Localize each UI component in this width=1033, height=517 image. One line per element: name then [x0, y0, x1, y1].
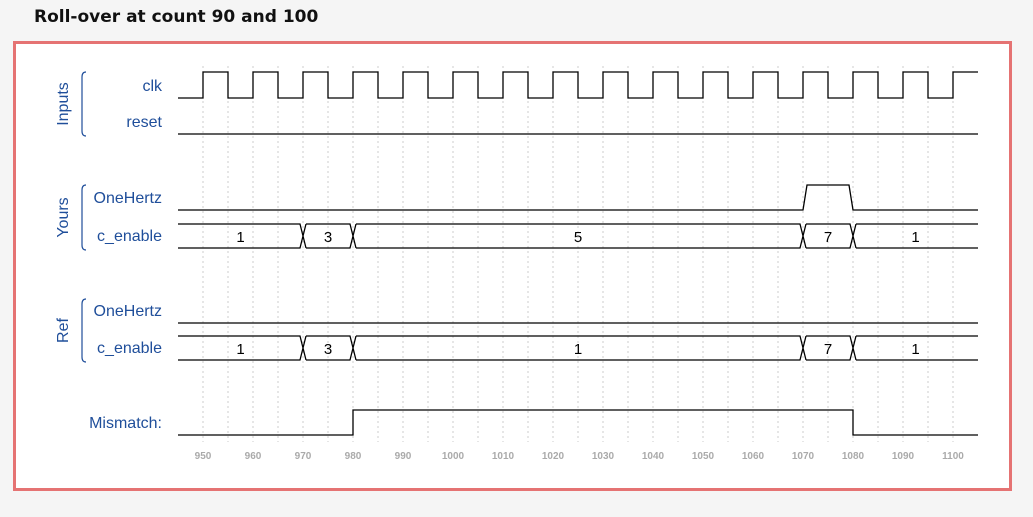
clk-waveform: [178, 71, 978, 99]
bus-value: 5: [574, 229, 582, 246]
bus-segment: [178, 335, 307, 361]
signal-label-yours_c_enable: c_enable: [97, 228, 162, 245]
group-label-yours: Yours: [55, 197, 72, 237]
bus-value: 1: [574, 341, 582, 358]
bus-segment: [356, 335, 807, 361]
bus-value: 3: [324, 341, 332, 358]
bus-segment: [856, 335, 978, 361]
time-tick-label: 1060: [742, 451, 765, 462]
bus-segment: [356, 223, 807, 249]
time-tick-label: 980: [345, 451, 362, 462]
time-tick-label: 1020: [542, 451, 565, 462]
group-bracket: [81, 71, 87, 137]
signal-label-reset: reset: [126, 114, 162, 131]
time-tick-label: 1090: [892, 451, 915, 462]
time-tick-label: 1050: [692, 451, 715, 462]
signal-label-ref_onehertz: OneHertz: [94, 303, 162, 320]
bus-value: 1: [911, 341, 919, 358]
bus-value: 7: [824, 229, 832, 246]
bus-segment: [806, 223, 857, 249]
time-tick-label: 970: [295, 451, 312, 462]
signal-label-yours_onehertz: OneHertz: [94, 190, 162, 207]
time-tick-label: 1100: [942, 451, 964, 462]
signal-label-clk: clk: [142, 78, 163, 95]
group-bracket: [81, 298, 87, 363]
bus-value: 3: [324, 229, 332, 246]
page-title: Roll-over at count 90 and 100: [34, 7, 319, 27]
yours_onehertz-waveform: [178, 184, 978, 211]
bus-value: 1: [236, 341, 244, 358]
time-tick-label: 1070: [792, 451, 815, 462]
bus-segment: [178, 223, 307, 249]
time-tick-label: 1010: [492, 451, 515, 462]
time-tick-label: 950: [195, 451, 212, 462]
bus-segment: [856, 223, 978, 249]
bus-value: 1: [236, 229, 244, 246]
group-bracket: [81, 184, 87, 251]
bus-segment: [306, 223, 357, 249]
bus-value: 1: [911, 229, 919, 246]
group-label-ref: Ref: [55, 318, 72, 343]
time-tick-label: 1080: [842, 451, 865, 462]
time-tick-label: 990: [395, 451, 412, 462]
signal-label-ref_c_enable: c_enable: [97, 340, 162, 357]
group-label-inputs: Inputs: [55, 82, 72, 126]
time-tick-label: 1040: [642, 451, 665, 462]
bus-segment: [306, 335, 357, 361]
bus-segment: [806, 335, 857, 361]
mismatch-waveform: [178, 409, 978, 436]
bus-value: 7: [824, 341, 832, 358]
signal-label-mismatch: Mismatch:: [89, 415, 162, 432]
time-tick-label: 960: [245, 451, 262, 462]
time-tick-label: 1000: [442, 451, 465, 462]
time-tick-label: 1030: [592, 451, 615, 462]
